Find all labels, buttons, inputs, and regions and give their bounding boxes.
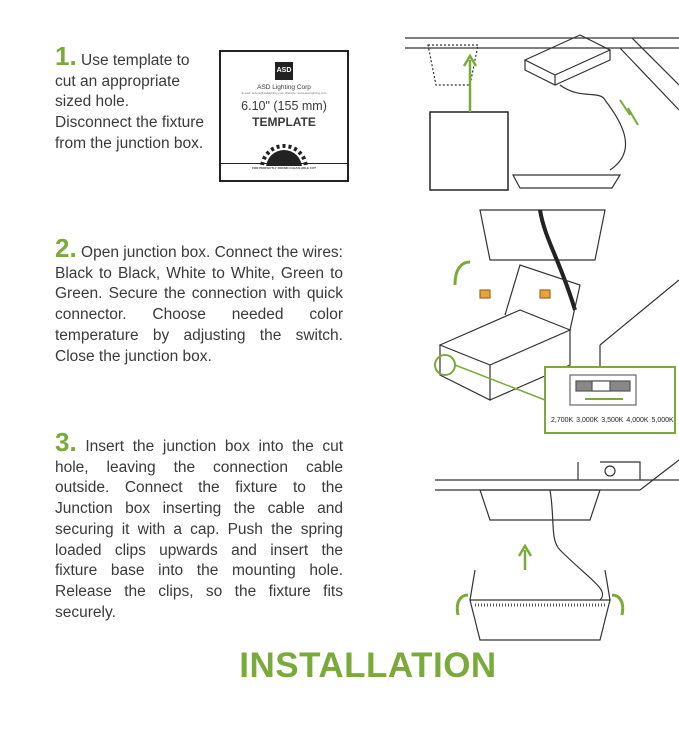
template-card: ASD ASD Lighting Corp E-mail: orders@asd… — [219, 50, 349, 182]
step-text: Use template to cut an appropriate sized… — [55, 52, 205, 152]
step-text: Open junction box. Connect the wires: Bl… — [55, 244, 343, 365]
step1-illustration — [405, 34, 679, 191]
step-text: Insert the junction box into the cut hol… — [55, 438, 343, 621]
template-label: TEMPLATE — [252, 115, 316, 129]
company-name: ASD Lighting Corp — [257, 84, 311, 91]
step3-illustration — [435, 459, 679, 641]
saw-blade-icon — [260, 144, 308, 166]
step-1: 1. Use template to cut an appropriate si… — [55, 43, 205, 155]
page-title: INSTALLATION — [239, 646, 497, 685]
asd-logo: ASD — [275, 62, 293, 80]
step-number: 2. — [55, 233, 77, 263]
step-number: 1. — [55, 41, 77, 71]
color-temperature-labels: 2,700K 3,000K 3,500K 4,000K 5,000K — [551, 417, 674, 424]
step-3: 3. Insert the junction box into the cut … — [55, 429, 343, 623]
step-2: 2. Open junction box. Connect the wires:… — [55, 235, 343, 367]
template-footer: FOR PERFECTLY ROUND CLEAN HOLE CUT — [221, 163, 347, 180]
step2-illustration — [434, 209, 679, 434]
step-number: 3. — [55, 427, 77, 457]
template-size: 6.10" (155 mm) — [241, 99, 327, 113]
contact-line: E-mail: orders@asdlighting.com Website: … — [241, 91, 327, 95]
